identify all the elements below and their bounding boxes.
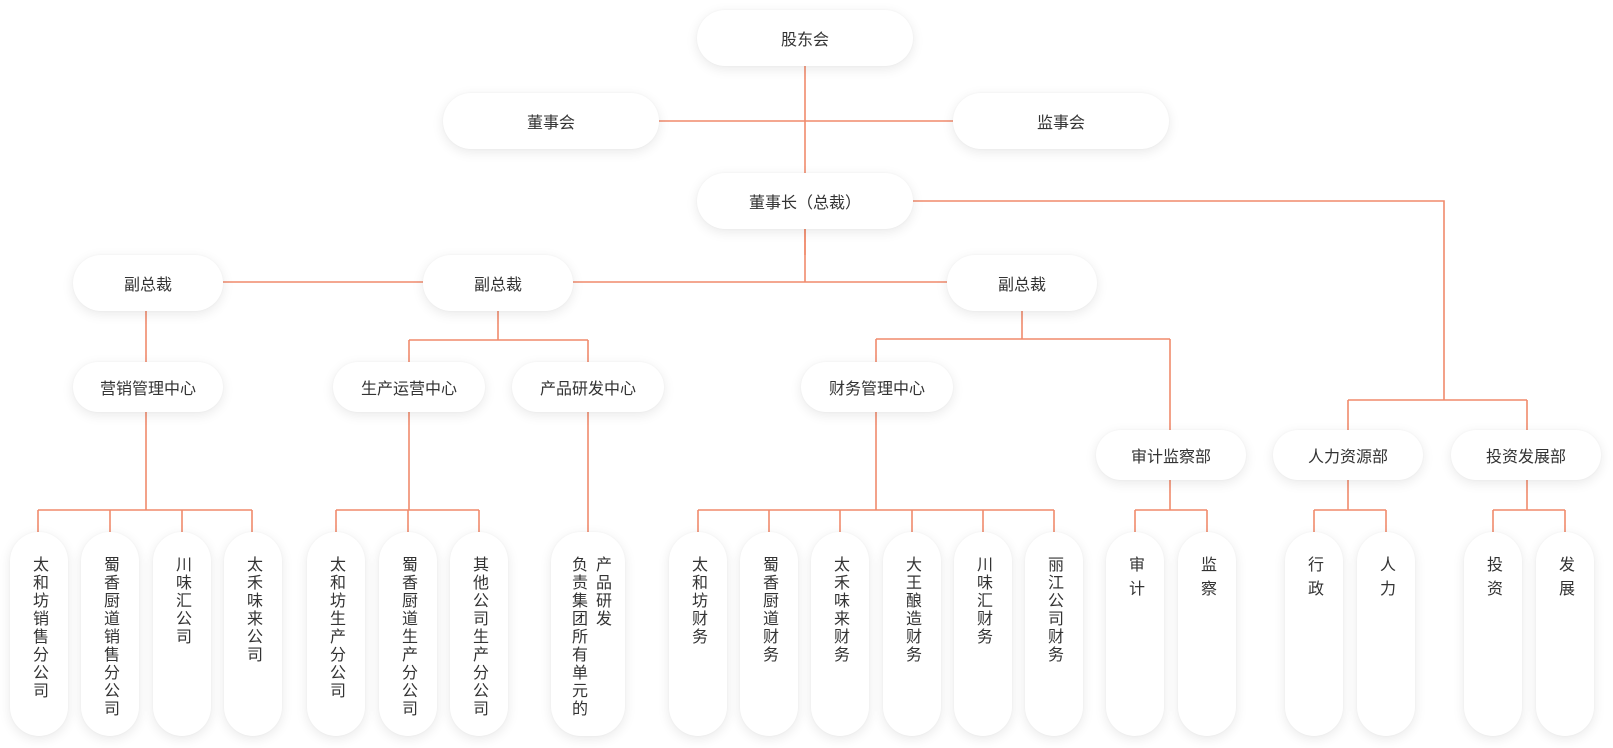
- leaf-text: 蜀香厨道销售分公司: [101, 556, 120, 718]
- chairman-label: 董事长（总裁）: [748, 193, 861, 212]
- vp-right-label: 副总裁: [997, 275, 1046, 294]
- leaf-finance-2: 蜀香厨道财务: [740, 532, 798, 736]
- leaf-production-3: 其他公司生产分公司: [450, 532, 508, 736]
- finance-center-label: 财务管理中心: [828, 379, 925, 398]
- leaf-text: 川味汇财务: [974, 556, 993, 646]
- leaf-text: 太和坊销售分公司: [30, 556, 49, 700]
- leaf-audit-1: 审计: [1106, 532, 1164, 736]
- finance-center-node: 财务管理中心: [801, 362, 953, 412]
- vp-left-label: 副总裁: [123, 275, 172, 294]
- shareholders-label: 股东会: [780, 30, 829, 49]
- leaf-hr-1: 行政: [1285, 532, 1343, 736]
- leaf-finance-4: 大王酿造财务: [883, 532, 941, 736]
- leaf-production-2: 蜀香厨道生产分公司: [379, 532, 437, 736]
- leaf-text: 人力: [1377, 556, 1396, 604]
- vp-left-node: 副总裁: [73, 255, 223, 311]
- leaf-invest-2: 发展: [1536, 532, 1594, 736]
- leaf-text: 发展: [1556, 556, 1575, 604]
- leaf-text: 太禾味来公司: [244, 556, 263, 664]
- chairman-node: 董事长（总裁）: [697, 173, 913, 229]
- leaf-text: 蜀香厨道生产分公司: [399, 556, 418, 718]
- vp-middle-node: 副总裁: [423, 255, 573, 311]
- leaf-audit-2: 监察: [1178, 532, 1236, 736]
- leaf-invest-1: 投资: [1464, 532, 1522, 736]
- leaf-text: 监察: [1198, 556, 1217, 604]
- leaf-text: 大王酿造财务: [903, 556, 922, 664]
- marketing-center-node: 营销管理中心: [73, 362, 223, 412]
- leaf-text: 行政: [1305, 556, 1324, 604]
- vp-middle-label: 副总裁: [473, 275, 522, 294]
- production-center-label: 生产运营中心: [360, 379, 457, 398]
- leaf-marketing-3: 川味汇公司: [153, 532, 211, 736]
- leaf-marketing-2: 蜀香厨道销售分公司: [81, 532, 139, 736]
- leaf-text-line1: 产品研发: [593, 556, 612, 628]
- leaf-text: 太和坊生产分公司: [327, 556, 346, 700]
- production-center-node: 生产运营中心: [333, 362, 485, 412]
- leaf-finance-1: 太和坊财务: [669, 532, 727, 736]
- leaf-text: 太和坊财务: [689, 556, 708, 646]
- leaf-marketing-1: 太和坊销售分公司: [10, 532, 68, 736]
- leaf-finance-3: 太禾味来财务: [811, 532, 869, 736]
- leaf-production-1: 太和坊生产分公司: [307, 532, 365, 736]
- board-label: 董事会: [526, 113, 575, 132]
- leaf-finance-6: 丽江公司财务: [1025, 532, 1083, 736]
- shareholders-node: 股东会: [697, 10, 913, 66]
- board-node: 董事会: [443, 93, 659, 149]
- rnd-center-node: 产品研发中心: [512, 362, 664, 412]
- hr-dept-node: 人力资源部: [1273, 430, 1423, 480]
- marketing-center-label: 营销管理中心: [99, 379, 196, 398]
- audit-dept-label: 审计监察部: [1130, 447, 1211, 466]
- supervisors-label: 监事会: [1036, 113, 1085, 132]
- supervisors-node: 监事会: [953, 93, 1169, 149]
- leaf-hr-2: 人力: [1357, 532, 1415, 736]
- vp-right-node: 副总裁: [947, 255, 1097, 311]
- leaf-text: 其他公司生产分公司: [470, 556, 489, 718]
- leaf-text: 投资: [1484, 556, 1503, 604]
- leaf-finance-5: 川味汇财务: [954, 532, 1012, 736]
- leaf-marketing-4: 太禾味来公司: [224, 532, 282, 736]
- leaf-text: 丽江公司财务: [1045, 556, 1064, 664]
- audit-dept-node: 审计监察部: [1096, 430, 1246, 480]
- rnd-center-label: 产品研发中心: [539, 379, 636, 398]
- leaf-text: 审计: [1126, 556, 1145, 604]
- connector-line: [913, 200, 1445, 400]
- leaf-text-line2: 负责集团所有单元的: [569, 556, 588, 718]
- leaf-rnd: 产品研发 负责集团所有单元的: [551, 532, 625, 736]
- invest-dept-label: 投资发展部: [1485, 447, 1566, 466]
- leaf-text: 川味汇公司: [173, 556, 192, 646]
- invest-dept-node: 投资发展部: [1451, 430, 1601, 480]
- leaf-text: 蜀香厨道财务: [760, 556, 779, 664]
- leaf-text: 太禾味来财务: [831, 556, 850, 664]
- hr-dept-label: 人力资源部: [1307, 447, 1388, 466]
